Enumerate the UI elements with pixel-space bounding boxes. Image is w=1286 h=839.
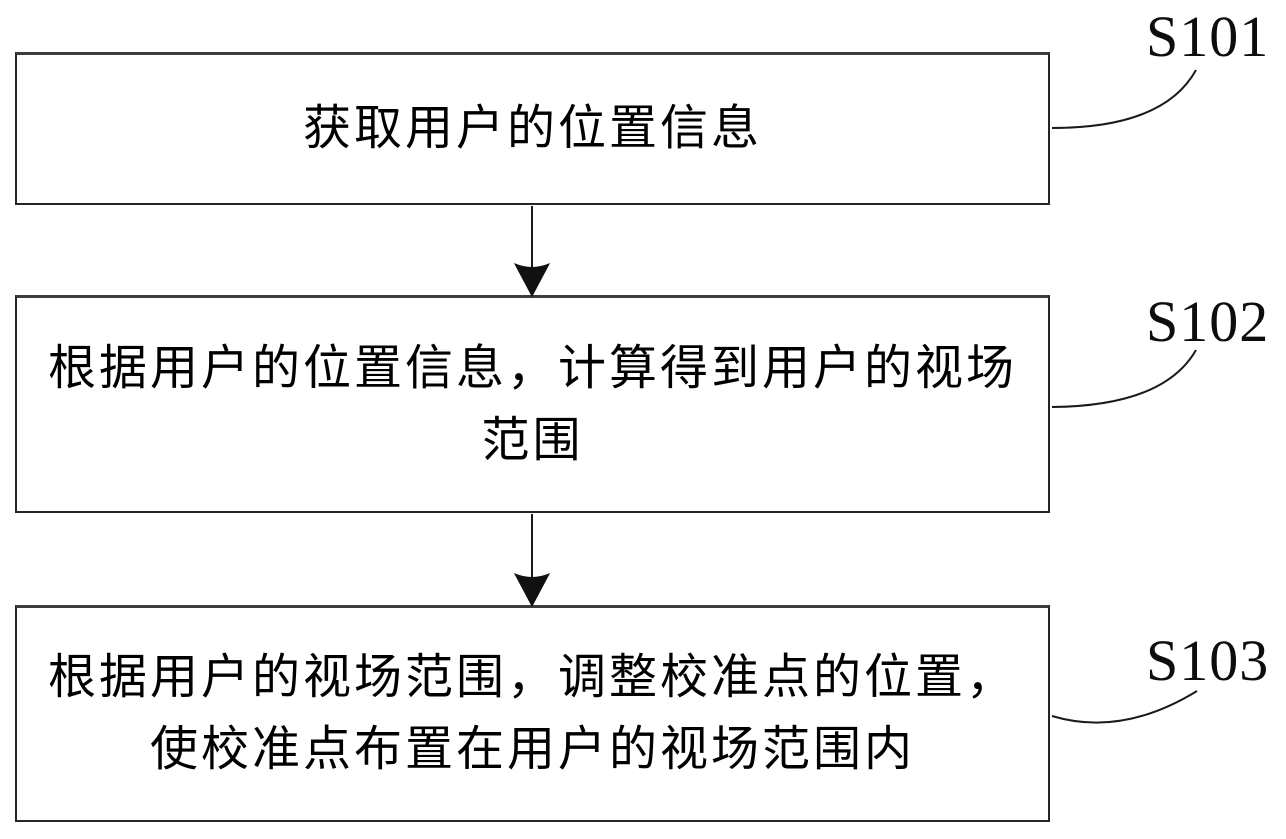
arrowhead-down-icon — [513, 263, 551, 298]
step-label-s101: S101 — [1146, 4, 1270, 69]
flow-step-1-line-1: 获取用户的位置信息 — [302, 102, 762, 155]
flow-step-3-line-1: 根据用户的视场范围，调整校准点的位置， — [47, 651, 1017, 704]
label-curve-s102 — [1051, 349, 1197, 408]
label-curve-s101 — [1051, 69, 1197, 129]
flow-step-1-box: 获取用户的位置信息 — [15, 52, 1050, 205]
step-label-s103: S103 — [1146, 628, 1270, 693]
label-curve-s103 — [1051, 690, 1198, 724]
flow-step-2-line-2: 范围 — [481, 413, 584, 467]
flow-step-2-text: 根据用户的位置信息，计算得到用户的视场 范围 — [17, 333, 1048, 477]
flow-arrow-1 — [513, 206, 551, 298]
flow-step-3-text: 根据用户的视场范围，调整校准点的位置， 使校准点布置在用户的视场范围内 — [17, 642, 1048, 786]
flow-step-3-box: 根据用户的视场范围，调整校准点的位置， 使校准点布置在用户的视场范围内 — [15, 605, 1050, 822]
flow-step-2-box: 根据用户的位置信息，计算得到用户的视场 范围 — [15, 295, 1050, 513]
flow-step-1-text: 获取用户的位置信息 — [17, 93, 1048, 165]
flow-step-2-line-1: 根据用户的位置信息，计算得到用户的视场 — [47, 341, 1017, 395]
flow-arrow-2 — [513, 514, 551, 608]
flow-step-3-line-2: 使校准点布置在用户的视场范围内 — [149, 723, 915, 776]
arrowhead-down-icon — [513, 573, 551, 608]
step-label-s102: S102 — [1146, 289, 1270, 354]
